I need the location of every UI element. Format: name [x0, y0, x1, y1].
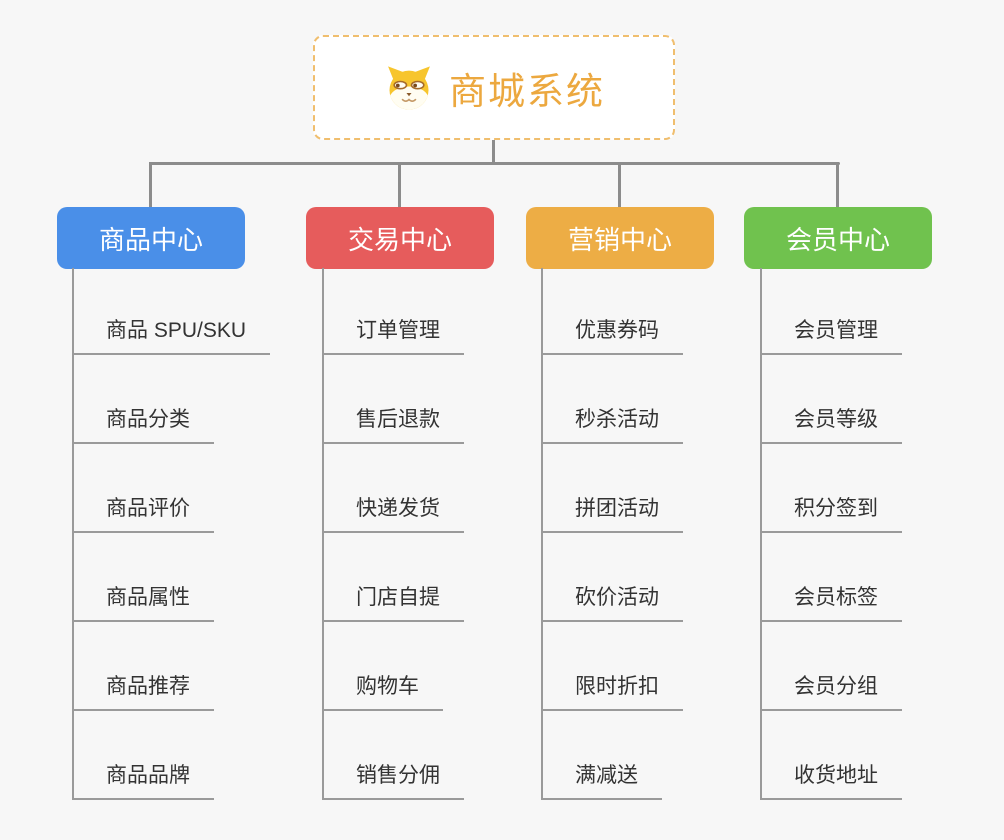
branch-node-trade-center[interactable]: 交易中心	[306, 207, 494, 269]
leaf-node[interactable]: 拼团活动	[541, 493, 683, 533]
leaf-node[interactable]: 会员管理	[760, 315, 902, 355]
branch-node-product-center[interactable]: 商品中心	[57, 207, 245, 269]
branch-node-label: 会员中心	[785, 224, 890, 255]
leaf-node[interactable]: 商品推荐	[72, 671, 214, 711]
leaf-node[interactable]: 购物车	[322, 671, 443, 711]
connector-root-stem	[492, 140, 495, 164]
connector-horizontal-bar	[149, 162, 840, 165]
leaf-node[interactable]: 收货地址	[760, 760, 902, 800]
root-node[interactable]: 商城系统	[313, 35, 675, 140]
root-node-label: 商城系统	[449, 70, 605, 112]
branch-trunk-line	[760, 268, 762, 800]
connector-drop-product	[149, 162, 152, 207]
branch-node-label: 商品中心	[98, 224, 203, 255]
leaf-node[interactable]: 砍价活动	[541, 582, 683, 622]
leaf-node[interactable]: 限时折扣	[541, 671, 683, 711]
branch-trunk-line	[541, 268, 543, 800]
branch-node-label: 营销中心	[567, 224, 672, 255]
leaf-node[interactable]: 商品品牌	[72, 760, 214, 800]
leaf-node[interactable]: 商品评价	[72, 493, 214, 533]
branch-trunk-line	[322, 268, 324, 800]
branch-node-label: 交易中心	[347, 224, 452, 255]
branch-trunk-line	[72, 268, 74, 800]
dog-face-icon	[388, 65, 430, 110]
leaf-node[interactable]: 满减送	[541, 760, 662, 800]
leaf-node[interactable]: 会员分组	[760, 671, 902, 711]
branch-node-member-center[interactable]: 会员中心	[744, 207, 932, 269]
connector-drop-member	[836, 162, 839, 207]
leaf-node[interactable]: 门店自提	[322, 582, 464, 622]
leaf-node[interactable]: 秒杀活动	[541, 404, 683, 444]
branch-node-marketing-center[interactable]: 营销中心	[526, 207, 714, 269]
leaf-node[interactable]: 商品属性	[72, 582, 214, 622]
leaf-node[interactable]: 销售分佣	[322, 760, 464, 800]
connector-drop-trade	[398, 162, 401, 207]
leaf-node[interactable]: 订单管理	[322, 315, 464, 355]
leaf-node[interactable]: 商品 SPU/SKU	[72, 315, 271, 355]
leaf-node[interactable]: 会员标签	[760, 582, 902, 622]
leaf-node[interactable]: 快递发货	[322, 493, 464, 533]
leaf-node[interactable]: 售后退款	[322, 404, 464, 444]
connector-drop-marketing	[618, 162, 621, 207]
leaf-node[interactable]: 会员等级	[760, 404, 902, 444]
leaf-node[interactable]: 积分签到	[760, 493, 902, 533]
leaf-node[interactable]: 优惠券码	[541, 315, 683, 355]
leaf-node[interactable]: 商品分类	[72, 404, 214, 444]
